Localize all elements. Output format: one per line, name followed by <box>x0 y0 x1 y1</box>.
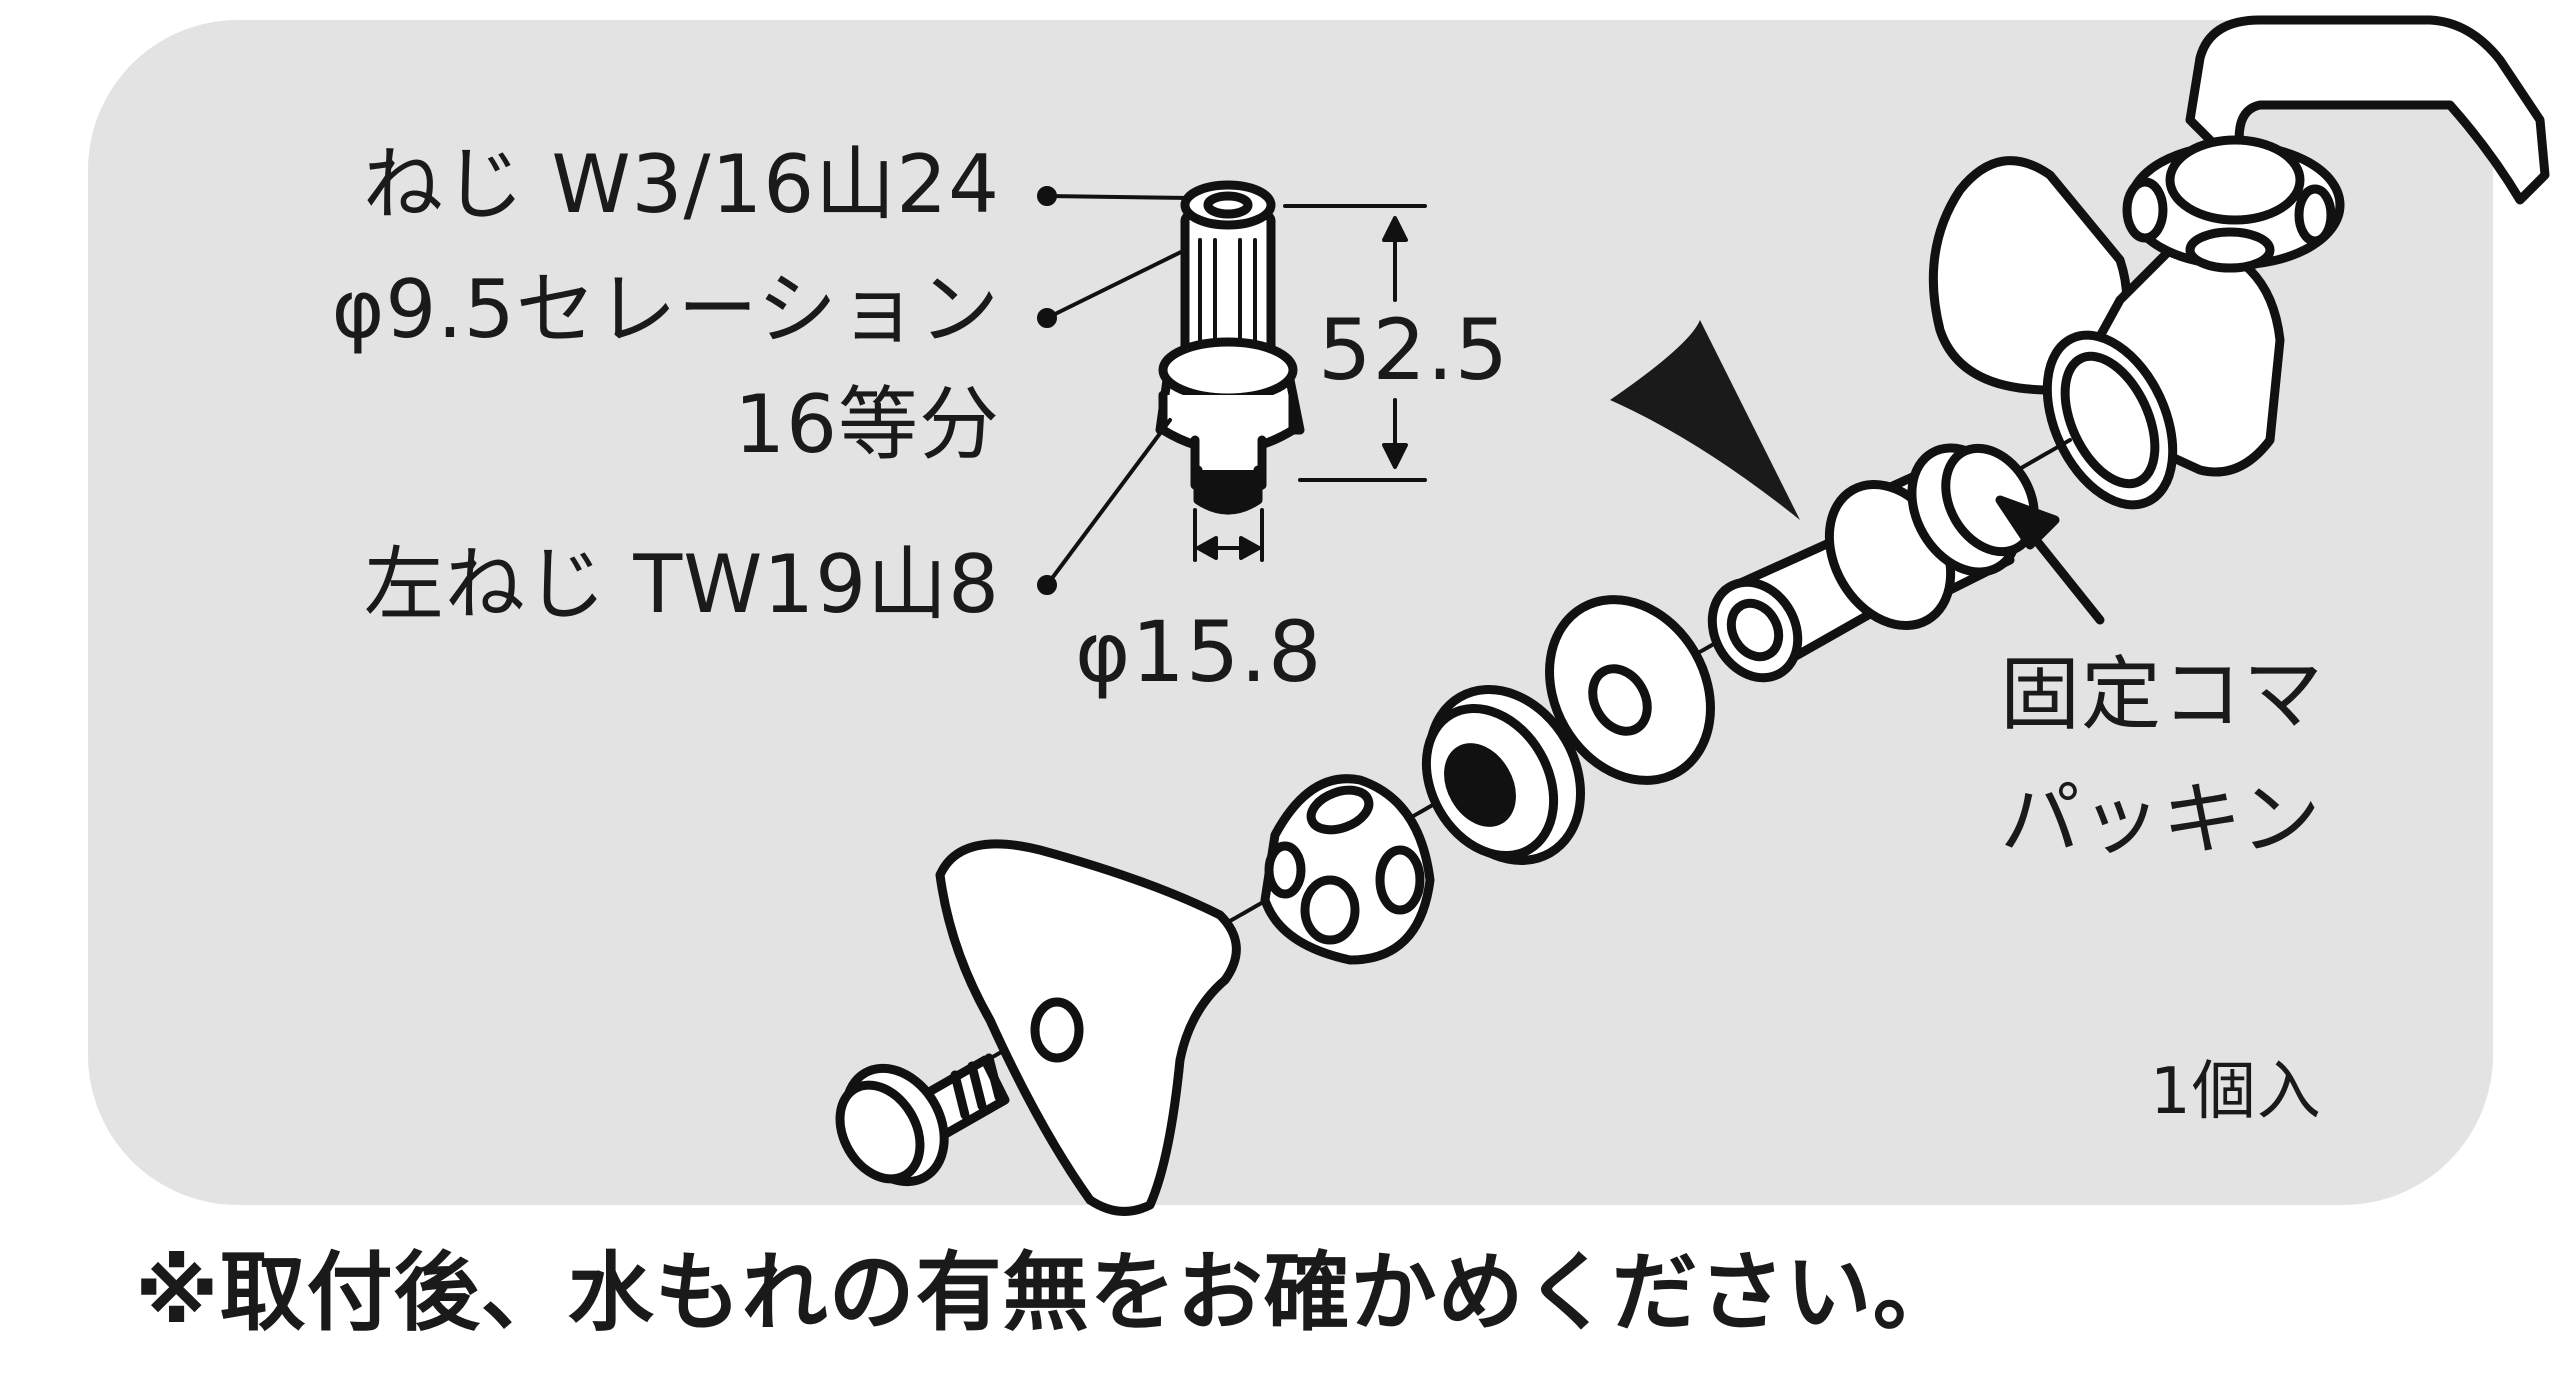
label-serration: φ9.5セレーション <box>331 263 1000 356</box>
label-part-name-1: 固定コマ <box>2000 648 2324 741</box>
valve-stem <box>1707 443 2039 683</box>
gland-nut <box>1421 685 1585 865</box>
washer <box>1545 595 1715 785</box>
label-part-name-2: パッキン <box>2000 773 2322 866</box>
label-screw-thread: ねじ W3/16山24 <box>363 138 1000 231</box>
screw <box>835 1053 1010 1187</box>
pointer-arrow <box>1995 495 2105 625</box>
label-length: 52.5 <box>1318 301 1510 399</box>
handle-cap <box>1260 774 1435 965</box>
label-diameter: φ15.8 <box>1075 603 1323 701</box>
stem-detail <box>1155 180 1305 515</box>
leader-lines <box>1037 186 1192 595</box>
faucet-body <box>1928 15 2550 510</box>
handle-lever <box>935 839 1241 1216</box>
arrow-icon <box>1610 320 1800 520</box>
notice-text: ※取付後、水もれの有無をお確かめください。 <box>135 1243 1960 1343</box>
label-left-thread: 左ねじ TW19山8 <box>363 538 1000 631</box>
label-quantity: 1個入 <box>2150 1055 2322 1129</box>
dimension-lines <box>1193 204 1427 562</box>
label-serration-count: 16等分 <box>734 378 1000 471</box>
